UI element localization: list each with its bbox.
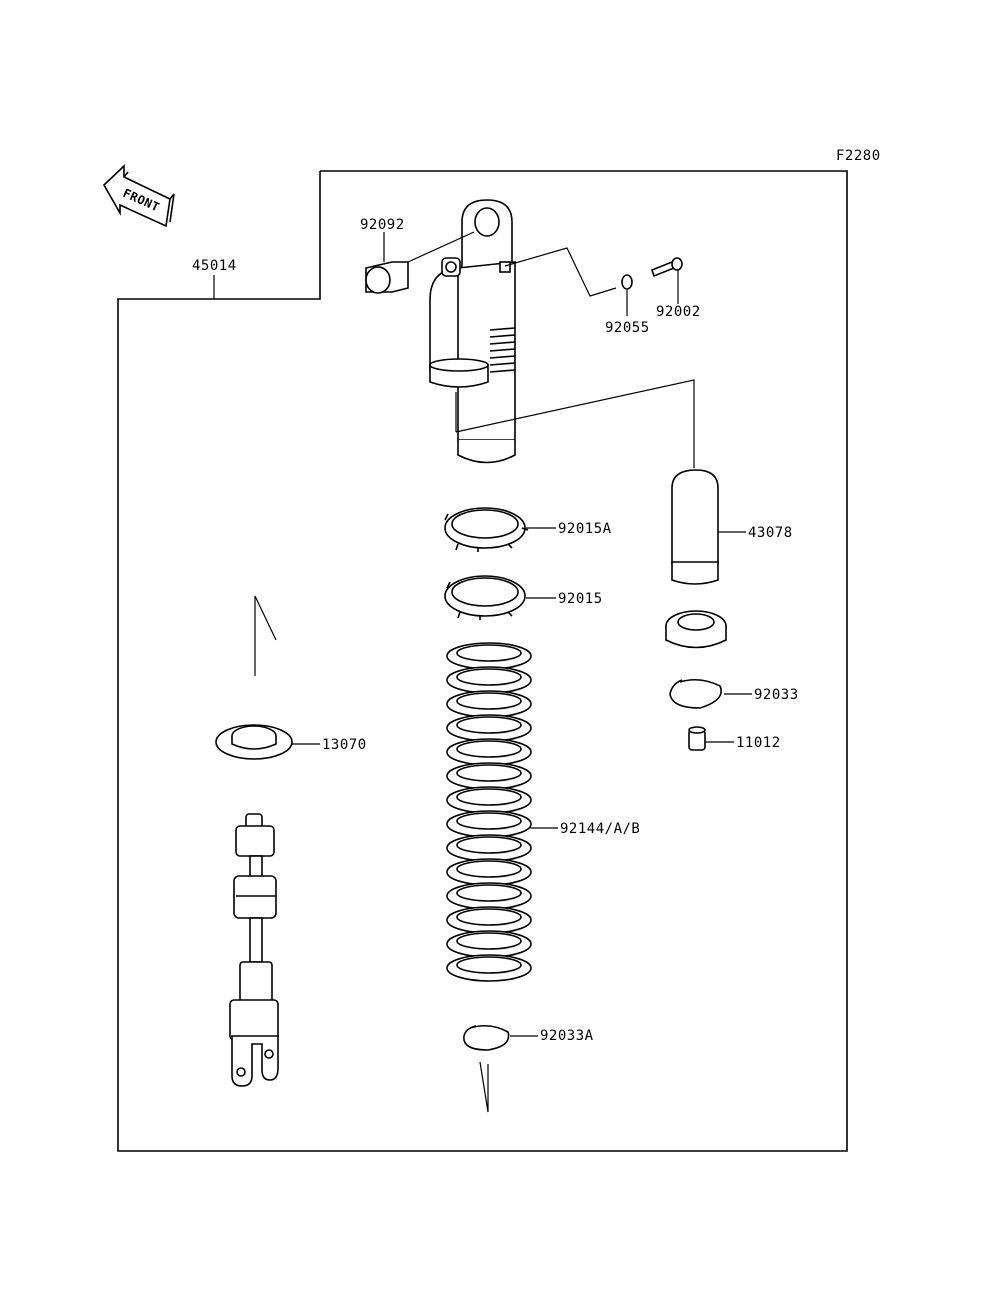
front-arrow-icon: FRONT [102,164,175,228]
spring-coil-inner [456,692,522,710]
label-92033A: 92033A [540,1028,594,1044]
damper-rod-assembly [229,813,279,1087]
diagram-code: F2280 [836,148,881,164]
label-92033: 92033 [754,687,799,703]
label-43078: 43078 [748,525,793,541]
reservoir-cap-43078 [671,469,719,585]
screw-92002 [651,257,683,278]
label-92092: 92092 [360,217,405,233]
circlip-92033A [463,1024,510,1051]
label-11012: 11012 [736,735,781,751]
spring-coil-inner [456,884,522,902]
spring-coil-inner [456,932,522,950]
shock-body [429,199,516,464]
assembly-boundary [117,170,848,1152]
spring-92144 [446,642,532,982]
spring-coil-inner [456,860,522,878]
circlip-92033 [669,678,722,709]
bushing-92092 [365,261,409,294]
spring-coil-inner [456,836,522,854]
spring-coil-inner [456,716,522,734]
bladder [665,610,727,649]
spring-coil-inner [456,788,522,806]
label-45014: 45014 [192,258,237,274]
spring-coil-inner [456,812,522,830]
label-13070: 13070 [322,737,367,753]
spring-seat-13070 [215,724,293,760]
label-92015A: 92015A [558,521,612,537]
spring-coil-inner [456,668,522,686]
spring-coil-inner [456,956,522,974]
spring-coil-inner [456,740,522,758]
oring-92055 [621,274,633,290]
locknut-92015A [444,507,529,552]
spring-coil-inner [456,764,522,782]
label-92055: 92055 [605,320,650,336]
label-92002: 92002 [656,304,701,320]
label-92015: 92015 [558,591,603,607]
label-92144: 92144/A/B [560,821,640,837]
spring-coil-inner [456,644,522,662]
spring-coil-inner [456,908,522,926]
locknut-92015 [444,575,526,620]
valve-11012 [688,726,706,751]
